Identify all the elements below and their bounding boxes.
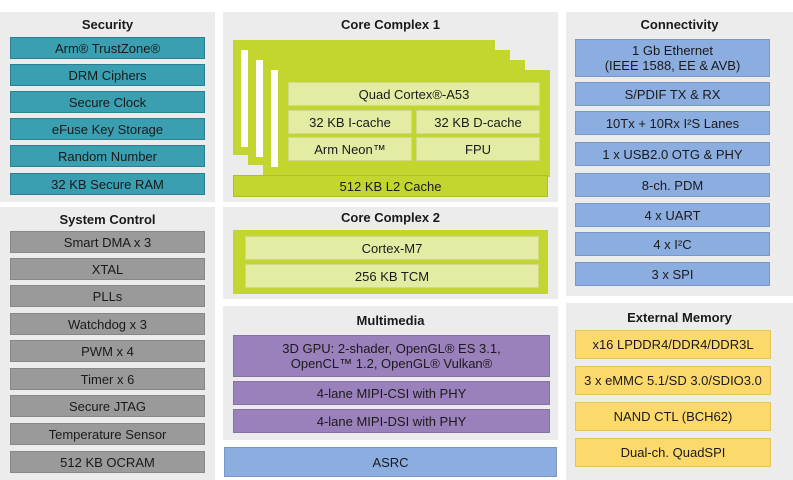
- mipi-csi-block: 4-lane MIPI-CSI with PHY: [233, 381, 550, 405]
- xtal-block: XTAL: [10, 258, 205, 280]
- i2s-block: 10Tx + 10Rx I²S Lanes: [575, 111, 770, 135]
- emmc-block: 3 x eMMC 5.1/SD 3.0/SDIO3.0: [575, 366, 771, 395]
- system-control-title: System Control: [59, 212, 156, 227]
- spdif-block: S/PDIF TX & RX: [575, 82, 770, 106]
- lpddr-block: x16 LPDDR4/DDR4/DDR3L: [575, 330, 771, 359]
- gpu-line-2: OpenCL™ 1.2, OpenGL® Vulkan®: [290, 356, 493, 371]
- efuse-block: eFuse Key Storage: [10, 118, 205, 140]
- multimedia-title: Multimedia: [356, 313, 425, 328]
- core-complex-1-title: Core Complex 1: [341, 17, 440, 32]
- connectivity-title: Connectivity: [640, 17, 719, 32]
- dcache-block: 32 KB D-cache: [416, 110, 540, 134]
- plls-block: PLLs: [10, 285, 205, 307]
- temperature-sensor-block: Temperature Sensor: [10, 423, 205, 445]
- secure-clock-block: Secure Clock: [10, 91, 205, 113]
- core-complex-2-panel: Core Complex 2 Cortex-M7 256 KB TCM: [223, 207, 558, 299]
- neon-block: Arm Neon™: [288, 137, 412, 161]
- core-complex-2-title: Core Complex 2: [341, 210, 440, 225]
- asrc-block: ASRC: [224, 447, 557, 477]
- pdm-block: 8-ch. PDM: [575, 173, 770, 197]
- mipi-dsi-block: 4-lane MIPI-DSI with PHY: [233, 409, 550, 433]
- drm-ciphers-block: DRM Ciphers: [10, 64, 205, 86]
- quadspi-block: Dual-ch. QuadSPI: [575, 438, 771, 467]
- gpu-block: 3D GPU: 2-shader, OpenGL® ES 3.1, OpenCL…: [233, 335, 550, 377]
- secure-ram-block: 32 KB Secure RAM: [10, 173, 205, 195]
- nand-block: NAND CTL (BCH62): [575, 402, 771, 431]
- ethernet-block: 1 Gb Ethernet (IEEE 1588, EE & AVB): [575, 39, 770, 77]
- trustzone-block: Arm® TrustZone®: [10, 37, 205, 59]
- random-number-block: Random Number: [10, 145, 205, 167]
- ethernet-line-1: 1 Gb Ethernet: [632, 43, 713, 58]
- core-complex-1-panel: Core Complex 1 Quad Cortex®-A53 32 KB I-…: [223, 12, 558, 202]
- multimedia-panel: Multimedia 3D GPU: 2-shader, OpenGL® ES …: [223, 306, 558, 440]
- external-memory-panel: External Memory x16 LPDDR4/DDR4/DDR3L 3 …: [566, 303, 793, 480]
- smart-dma-block: Smart DMA x 3: [10, 231, 205, 253]
- security-title: Security: [81, 17, 134, 32]
- security-panel: Security Arm® TrustZone® DRM Ciphers Sec…: [0, 12, 215, 202]
- cortex-m7-block: Cortex-M7: [245, 236, 539, 260]
- spi-block: 3 x SPI: [575, 262, 770, 286]
- gpu-line-1: 3D GPU: 2-shader, OpenGL® ES 3.1,: [282, 341, 501, 356]
- l2-cache-block: 512 KB L2 Cache: [233, 175, 548, 197]
- fpu-block: FPU: [416, 137, 540, 161]
- i2c-block: 4 x I²C: [575, 232, 770, 256]
- cpu-block: Quad Cortex®-A53: [288, 82, 540, 106]
- system-control-panel: System Control Smart DMA x 3 XTAL PLLs W…: [0, 207, 215, 480]
- timer-block: Timer x 6: [10, 368, 205, 390]
- connectivity-panel: Connectivity 1 Gb Ethernet (IEEE 1588, E…: [566, 12, 793, 296]
- pwm-block: PWM x 4: [10, 340, 205, 362]
- icache-block: 32 KB I-cache: [288, 110, 412, 134]
- secure-jtag-block: Secure JTAG: [10, 395, 205, 417]
- ocram-block: 512 KB OCRAM: [10, 451, 205, 473]
- tcm-block: 256 KB TCM: [245, 264, 539, 288]
- uart-block: 4 x UART: [575, 203, 770, 227]
- external-memory-title: External Memory: [627, 310, 732, 325]
- watchdog-block: Watchdog x 3: [10, 313, 205, 335]
- ethernet-line-2: (IEEE 1588, EE & AVB): [604, 58, 741, 73]
- usb-block: 1 x USB2.0 OTG & PHY: [575, 142, 770, 166]
